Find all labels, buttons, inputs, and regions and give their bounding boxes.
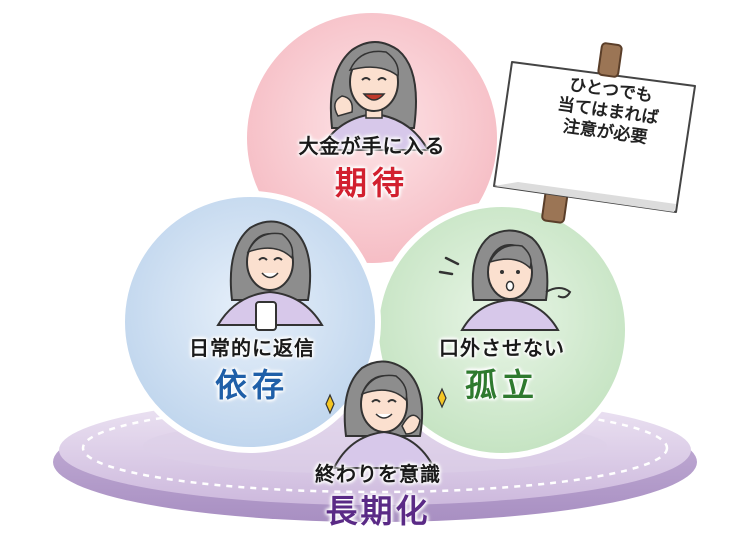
texting-woman-illustration	[216, 220, 324, 331]
expectation-keyword: 期待	[334, 164, 410, 202]
expecting-woman-illustration	[318, 41, 430, 151]
smiling-woman-illustration	[325, 360, 447, 469]
dependence-keyword: 依存	[214, 366, 290, 404]
isolation-subtitle: 口外させない	[439, 336, 565, 360]
sign-board	[493, 42, 696, 224]
expectation-subtitle: 大金が手に入る	[298, 134, 446, 158]
isolation-keyword: 孤立	[464, 366, 540, 404]
prolongation-keyword: 長期化	[325, 492, 431, 530]
dependence-subtitle: 日常的に返信	[189, 336, 315, 360]
prolongation-subtitle: 終わりを意識	[315, 462, 441, 486]
worried-woman-illustration	[438, 229, 572, 331]
